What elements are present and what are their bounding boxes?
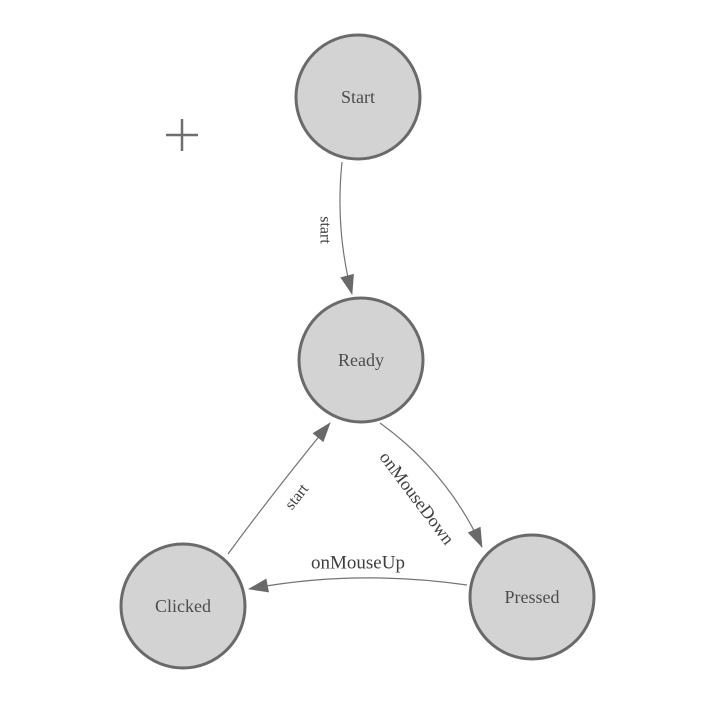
edge-ready-pressed-path[interactable] bbox=[379, 422, 483, 548]
edge-clicked-ready-path[interactable] bbox=[227, 422, 331, 555]
edge-pressed-clicked[interactable]: onMouseUp bbox=[248, 553, 468, 593]
node-ready[interactable]: Ready bbox=[297, 296, 425, 424]
edge-start-ready-path[interactable] bbox=[339, 161, 354, 295]
node-ready-circle[interactable] bbox=[297, 296, 425, 424]
node-clicked[interactable]: Clicked bbox=[119, 542, 247, 670]
edge-start-ready-label: start bbox=[317, 216, 334, 244]
node-clicked-label: Clicked bbox=[155, 596, 211, 616]
node-start-circle[interactable] bbox=[294, 33, 422, 161]
edge-pressed-clicked-label: onMouseUp bbox=[311, 553, 405, 574]
edge-ready-pressed[interactable]: onMouseDown bbox=[376, 422, 483, 549]
edge-clicked-ready[interactable]: start bbox=[227, 422, 331, 555]
node-pressed[interactable]: Pressed bbox=[468, 533, 596, 661]
origin-cross-icon bbox=[166, 119, 198, 151]
node-clicked-circle[interactable] bbox=[119, 542, 247, 670]
edge-start-ready[interactable]: start bbox=[317, 161, 354, 295]
node-ready-label: Ready bbox=[338, 350, 384, 370]
node-pressed-circle[interactable] bbox=[468, 533, 596, 661]
edge-pressed-clicked-path[interactable] bbox=[248, 577, 468, 593]
edge-ready-pressed-label: onMouseDown bbox=[376, 448, 459, 549]
edge-clicked-ready-label: start bbox=[282, 480, 313, 513]
node-start-label: Start bbox=[341, 87, 375, 107]
node-start[interactable]: Start bbox=[294, 33, 422, 161]
node-pressed-label: Pressed bbox=[505, 587, 560, 607]
